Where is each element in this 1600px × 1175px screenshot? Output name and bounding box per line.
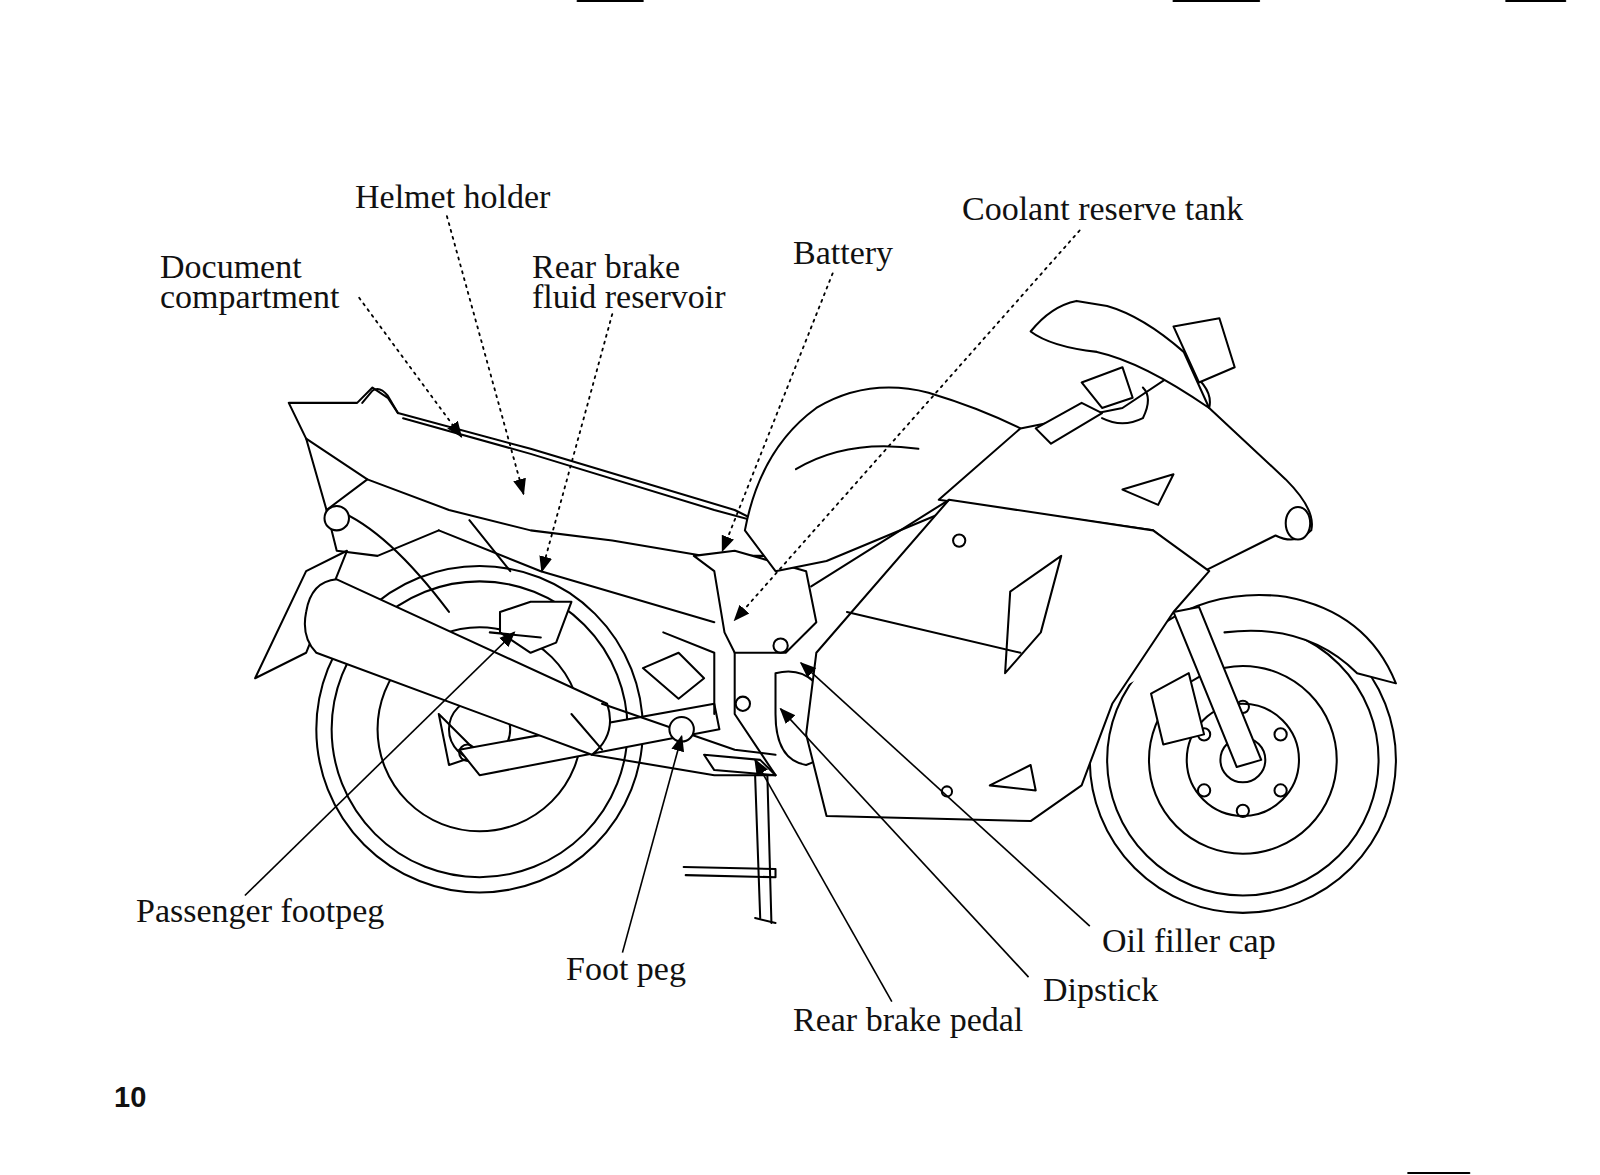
part-label: Foot peg	[566, 954, 686, 984]
part-label: Helmet holder	[355, 182, 550, 212]
leader-lines	[245, 632, 1090, 1001]
part-label: Rear brake fluid reservoir	[532, 252, 744, 312]
page-number: 10	[114, 1082, 146, 1112]
part-label: Battery	[793, 238, 893, 268]
part-label: Rear brake pedal	[793, 1005, 1023, 1035]
part-label: Passenger footpeg	[136, 896, 384, 926]
leader-lines	[359, 216, 1079, 620]
part-label: Oil filler cap	[1102, 926, 1276, 956]
part-label: Document compartment	[160, 252, 355, 312]
part-label: Coolant reserve tank	[962, 194, 1243, 224]
part-label: Dipstick	[1043, 975, 1158, 1005]
